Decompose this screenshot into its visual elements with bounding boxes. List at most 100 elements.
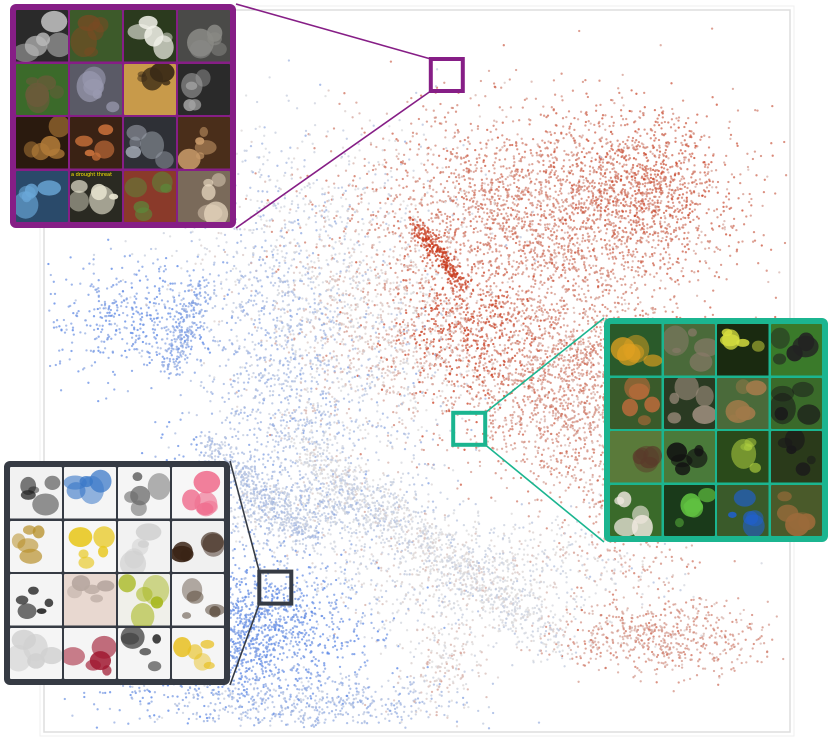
data-point (683, 245, 687, 248)
data-point (516, 170, 519, 173)
data-point (619, 277, 622, 281)
data-point (573, 244, 576, 247)
data-point (491, 309, 494, 312)
data-point (490, 217, 493, 220)
data-point (428, 292, 431, 296)
data-point (627, 214, 630, 218)
data-point (511, 233, 514, 236)
data-point (460, 384, 463, 388)
data-point (698, 260, 702, 263)
data-point (753, 150, 757, 153)
data-point (473, 196, 476, 199)
data-point (436, 166, 439, 169)
data-point (457, 396, 461, 399)
data-point (531, 263, 534, 266)
data-point (771, 104, 774, 108)
data-point (490, 197, 494, 200)
data-point (575, 188, 578, 191)
data-point (502, 185, 505, 189)
data-point (691, 172, 694, 176)
data-point (599, 342, 602, 345)
data-point (472, 231, 475, 234)
data-point (379, 201, 382, 205)
data-point (385, 161, 388, 164)
data-point (579, 372, 583, 375)
data-point (483, 182, 486, 185)
data-point (542, 378, 545, 381)
data-point (729, 254, 732, 257)
data-point (572, 368, 575, 371)
data-point (389, 266, 392, 270)
data-point (538, 421, 542, 424)
data-point (513, 307, 516, 310)
data-point (540, 181, 543, 184)
data-point (594, 407, 597, 411)
data-point (666, 272, 669, 275)
data-point (646, 223, 649, 226)
data-point (531, 255, 534, 259)
data-point (400, 232, 403, 235)
data-point (444, 333, 447, 337)
data-point (644, 312, 648, 315)
data-point (593, 141, 596, 145)
data-point (626, 261, 630, 264)
data-point (578, 243, 581, 246)
data-point (559, 452, 562, 455)
data-point (510, 378, 513, 382)
data-point (629, 187, 632, 190)
data-point (451, 152, 454, 156)
data-point (500, 262, 504, 265)
data-point (338, 236, 341, 240)
data-point (477, 104, 481, 107)
data-point (432, 188, 435, 191)
data-point (549, 171, 552, 174)
data-point (465, 167, 468, 170)
data-point (741, 240, 744, 243)
data-point (535, 178, 538, 181)
data-point (608, 239, 611, 242)
data-point (487, 278, 490, 281)
data-point (468, 402, 472, 406)
data-point (479, 202, 483, 206)
data-point (514, 359, 517, 363)
data-point (752, 230, 756, 234)
data-point (546, 466, 549, 469)
data-point (501, 121, 504, 124)
data-point (609, 155, 612, 158)
data-point (559, 178, 562, 181)
data-point (491, 272, 494, 276)
data-point (536, 260, 540, 263)
data-point (570, 335, 573, 338)
data-point (546, 249, 550, 252)
data-point (611, 132, 614, 136)
data-point (385, 210, 389, 214)
data-point (558, 333, 561, 336)
data-point (505, 486, 509, 490)
data-point (574, 266, 577, 270)
data-point (501, 425, 505, 428)
data-point (403, 286, 407, 289)
data-point (667, 191, 670, 194)
data-point (555, 344, 558, 347)
data-point (645, 191, 648, 194)
data-point (339, 311, 342, 314)
data-point (571, 227, 575, 231)
data-point (405, 142, 408, 145)
data-point (531, 418, 534, 421)
data-point (565, 258, 569, 261)
data-point (560, 296, 564, 299)
data-point (552, 273, 555, 276)
data-point (562, 324, 566, 327)
data-point (557, 193, 560, 197)
data-point (446, 215, 449, 218)
data-point (544, 349, 547, 353)
data-point (547, 391, 550, 394)
data-point (494, 418, 497, 422)
data-point (590, 156, 594, 160)
data-point (690, 135, 693, 139)
data-point (532, 472, 535, 475)
data-point (657, 169, 660, 173)
data-point (575, 350, 579, 353)
data-point (549, 195, 552, 198)
data-point (503, 81, 506, 84)
